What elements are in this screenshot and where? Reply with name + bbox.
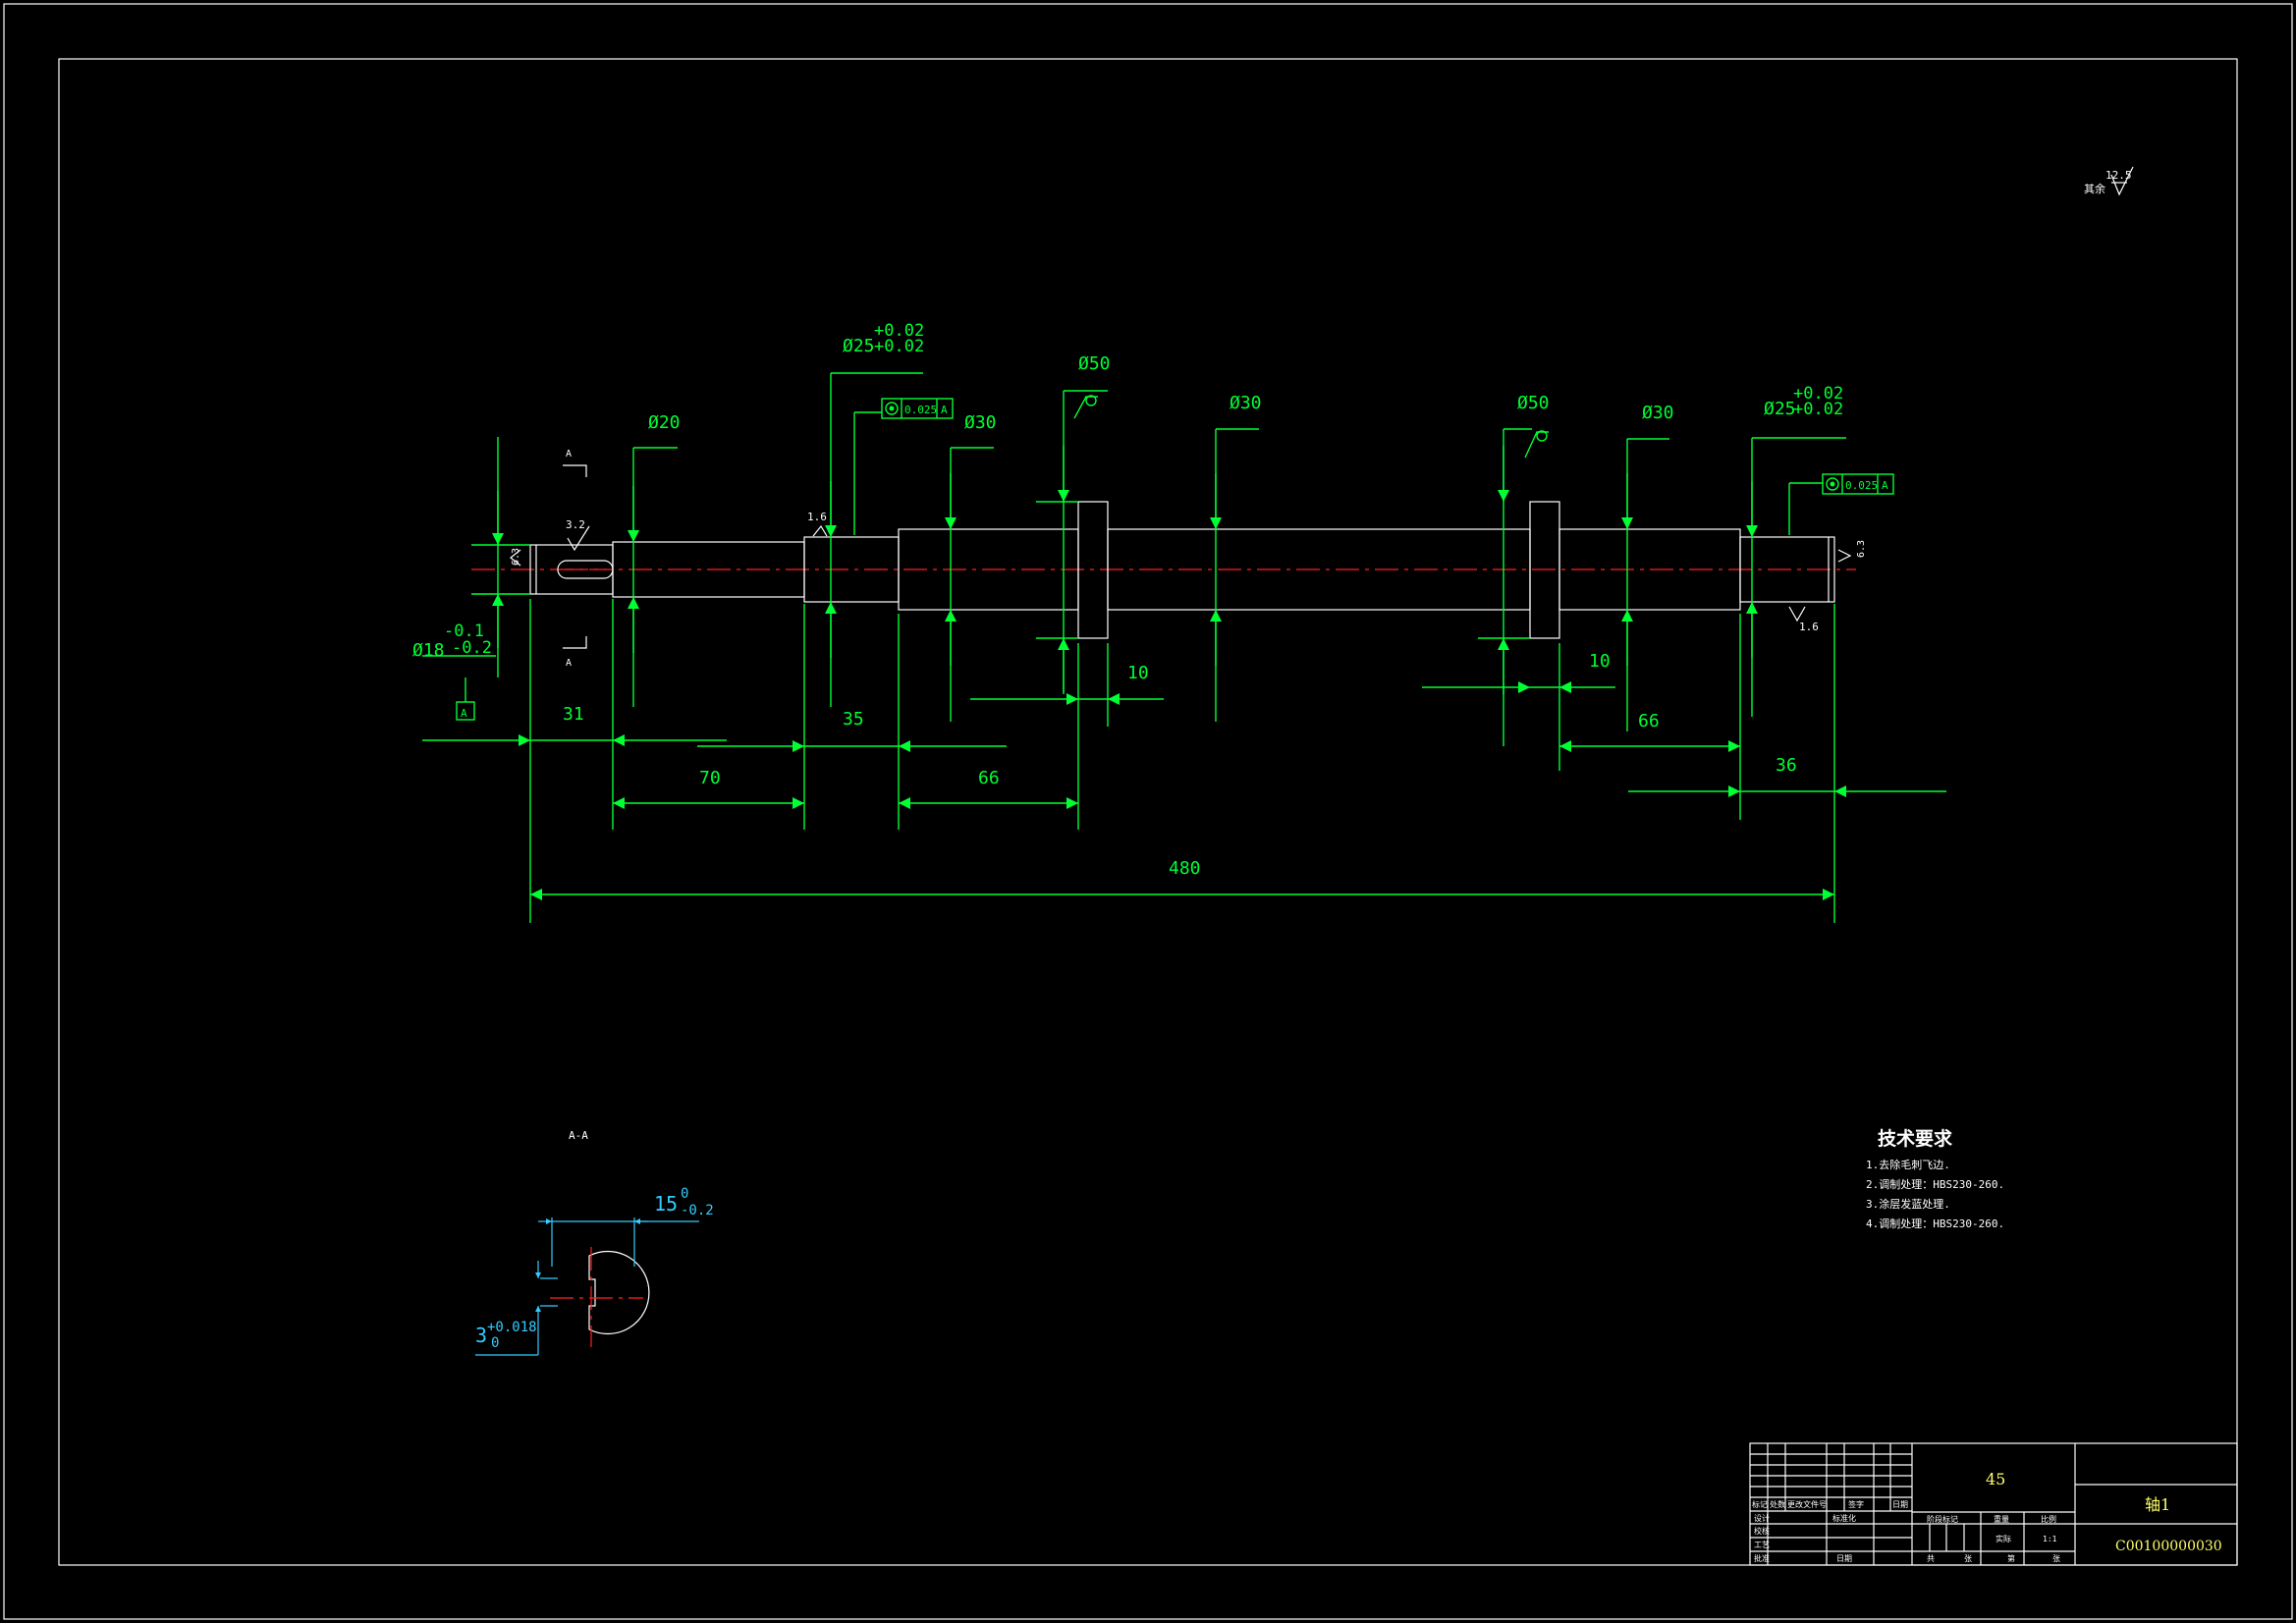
dim-len-66-a: 66 xyxy=(978,768,1000,788)
dim-d25-left: Ø25 xyxy=(843,336,875,356)
title-block: 标记 处数 更改文件号 签字 日期 设计 校核 工艺 批准 标准化 日期 45 … xyxy=(1749,1442,2238,1566)
part-name: 轴1 xyxy=(2145,1495,2170,1514)
dim-d50-a: Ø50 xyxy=(1078,353,1111,374)
key-depth-tol-upper: +0.018 xyxy=(487,1320,537,1335)
key-width: 15 xyxy=(654,1192,678,1216)
svg-text:张: 张 xyxy=(1964,1554,1972,1563)
shaft-segment-d25-right xyxy=(1739,536,1835,603)
finish-1-6-left: 1.6 xyxy=(807,511,827,523)
finish-3-2: 3.2 xyxy=(566,518,585,531)
dim-len-31: 31 xyxy=(563,704,584,725)
length-dimensions: 31 35 70 66 10 10 66 36 480 xyxy=(422,599,1946,923)
svg-text:工艺: 工艺 xyxy=(1754,1541,1770,1549)
dim-len-480: 480 xyxy=(1169,858,1201,879)
svg-text:处数: 处数 xyxy=(1770,1499,1785,1509)
svg-text:比例: 比例 xyxy=(2041,1514,2056,1524)
material: 45 xyxy=(1986,1470,2005,1488)
tech-req-item: 3.涂层发蓝处理. xyxy=(1866,1197,1950,1211)
tech-req-item: 2.调制处理：HBS230-260. xyxy=(1866,1178,2004,1191)
scale: 1:1 xyxy=(2043,1535,2057,1543)
runout-frame-right: 0.025 A xyxy=(1789,473,1894,495)
finish-6-3-right: 6.3 xyxy=(1856,540,1867,558)
finish-6-3-left: 6.3 xyxy=(511,548,521,566)
dim-d18-tol-upper: -0.1 xyxy=(444,622,484,641)
dim-d25-right-tol-lower: +0.02 xyxy=(1793,400,1843,419)
tech-req-item: 1.去除毛刺飞边. xyxy=(1866,1158,1950,1171)
dim-d20: Ø20 xyxy=(648,412,681,433)
svg-text:标准化: 标准化 xyxy=(1832,1513,1856,1523)
drawing-number: C00100000030 xyxy=(2115,1539,2222,1554)
dim-len-35: 35 xyxy=(843,709,864,730)
dim-len-66-b: 66 xyxy=(1638,711,1660,731)
svg-text:日期: 日期 xyxy=(1892,1500,1908,1509)
dim-d18: Ø18 xyxy=(412,640,445,661)
keyway-slot xyxy=(557,560,614,579)
svg-text:A: A xyxy=(941,404,948,416)
tech-req-title: 技术要求 xyxy=(1878,1127,1953,1150)
dim-len-10-b: 10 xyxy=(1589,651,1611,672)
datum-label: A xyxy=(461,707,467,720)
section-label: A-A xyxy=(569,1129,588,1142)
diameter-dimensions: Ø18 -0.1 -0.2 A Ø20 Ø25 +0.02 +0.02 0.02… xyxy=(412,321,1894,746)
svg-text:重量: 重量 xyxy=(1994,1514,2009,1524)
finish-general-note: 其余 xyxy=(2084,182,2105,195)
surface-finish-symbols: 3.2 1.6 1.6 6.3 6.3 12.5 其余 xyxy=(510,166,2134,633)
tech-req-item: 4.调制处理：HBS230-260. xyxy=(1866,1217,2004,1230)
key-depth: 3 xyxy=(475,1324,487,1347)
svg-text:批准: 批准 xyxy=(1754,1553,1770,1563)
svg-text:阶段标记: 阶段标记 xyxy=(1927,1514,1958,1524)
svg-text:签字: 签字 xyxy=(1848,1499,1864,1509)
tech-requirements: 技术要求 1.去除毛刺飞边. 2.调制处理：HBS230-260. 3.涂层发蓝… xyxy=(1866,1127,2004,1230)
key-width-tol-upper: 0 xyxy=(681,1186,688,1202)
section-circle xyxy=(588,1250,650,1335)
finish-1-6-right: 1.6 xyxy=(1799,621,1819,633)
dim-len-36: 36 xyxy=(1776,755,1797,776)
svg-text:日期: 日期 xyxy=(1836,1554,1852,1563)
dim-d25-left-tol-lower: +0.02 xyxy=(874,337,924,356)
svg-text:标记: 标记 xyxy=(1752,1499,1768,1509)
dim-d30-c: Ø30 xyxy=(1642,403,1674,423)
dim-d25-right: Ø25 xyxy=(1764,399,1796,419)
svg-text:张: 张 xyxy=(2052,1554,2060,1563)
dim-d25-right-tol-upper: +0.02 xyxy=(1793,384,1843,404)
cut-marker-bottom: A xyxy=(566,658,572,669)
cut-marker-top: A xyxy=(566,449,572,460)
section-view-a-a: A-A 15 0 -0.2 3 +0.018 0 xyxy=(475,1129,714,1356)
svg-text:设计: 设计 xyxy=(1754,1513,1770,1523)
inner-border xyxy=(58,58,2238,1566)
svg-text:更改文件号: 更改文件号 xyxy=(1787,1499,1827,1509)
shaft-main-view xyxy=(471,501,1856,639)
svg-text:第: 第 xyxy=(2007,1553,2015,1563)
finish-general: 12.5 xyxy=(2105,169,2132,182)
runout-left-value: 0.025 xyxy=(904,404,937,416)
svg-text:A: A xyxy=(1882,479,1888,492)
drawing-frame xyxy=(3,3,2293,1620)
runout-frame-left: 0.025 A xyxy=(854,398,954,419)
svg-text:共: 共 xyxy=(1927,1554,1935,1563)
outer-border xyxy=(3,3,2293,1620)
dim-d30-b: Ø30 xyxy=(1230,393,1262,413)
runout-right-value: 0.025 xyxy=(1845,479,1878,492)
dim-d30-a: Ø30 xyxy=(964,412,997,433)
dim-len-10-a: 10 xyxy=(1127,663,1149,683)
dim-d50-b: Ø50 xyxy=(1517,393,1550,413)
section-cut-markers: A A xyxy=(563,449,587,669)
key-depth-tol-lower: 0 xyxy=(491,1335,499,1351)
dim-len-70: 70 xyxy=(699,768,721,788)
svg-text:校核: 校核 xyxy=(1754,1526,1770,1536)
weight: 实际 xyxy=(1995,1534,2011,1543)
dim-d18-tol-lower: -0.2 xyxy=(452,638,492,658)
key-width-tol-lower: -0.2 xyxy=(681,1203,714,1218)
dim-d25-left-tol-upper: +0.02 xyxy=(874,321,924,341)
